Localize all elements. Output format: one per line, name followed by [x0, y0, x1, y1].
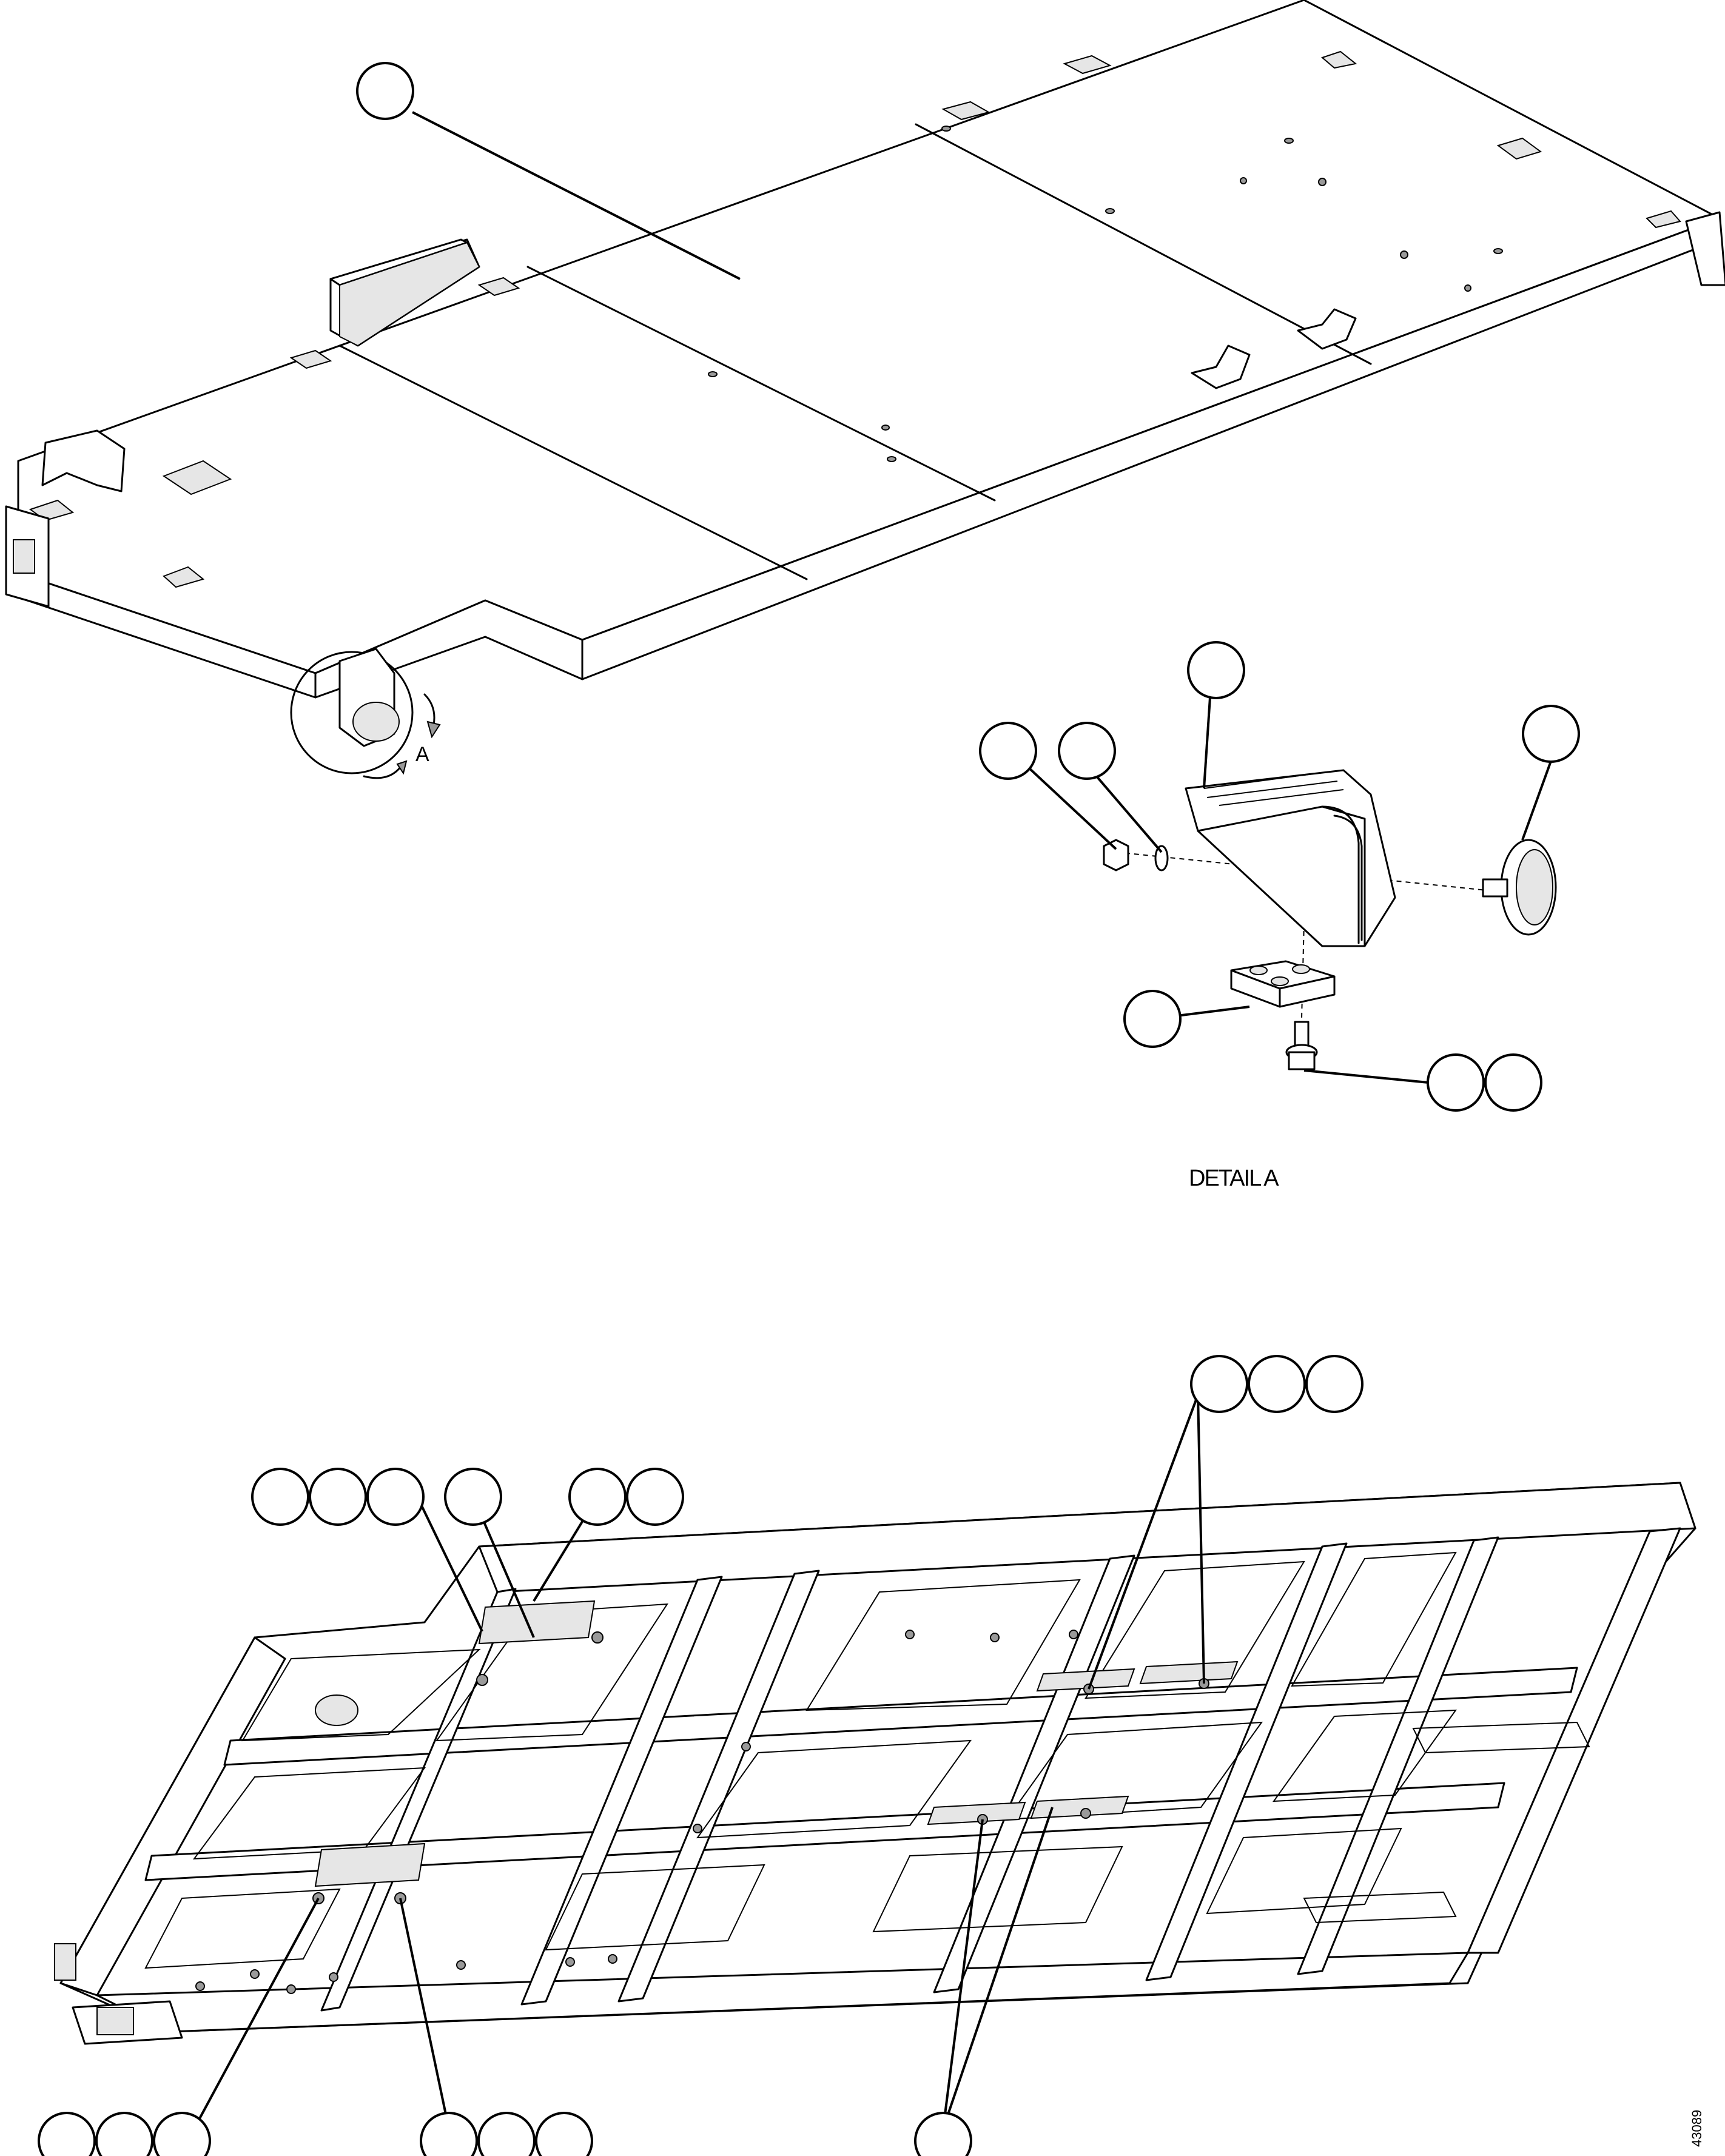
frame-left-rail [59, 1636, 286, 1996]
balloon [979, 722, 1037, 780]
frame-fasteners [195, 1630, 1078, 1994]
balloon [1305, 1355, 1364, 1413]
long-member-upper [223, 1667, 1578, 1766]
nut [1103, 839, 1129, 871]
panel-seam-1 [338, 344, 808, 580]
detail-title: DETAIL A [1189, 1166, 1279, 1191]
corner-bracket [41, 429, 126, 492]
balloon [1058, 722, 1116, 780]
mounting-bolt [1285, 1021, 1318, 1070]
frame-top-rail [478, 1482, 1696, 1593]
balloon [420, 2112, 478, 2156]
frame-right-rail [1467, 1527, 1681, 1954]
balloon [309, 1468, 367, 1526]
deck-assembly-view: A [5, 0, 1725, 779]
panel-seam-3 [915, 123, 1372, 365]
balloon [444, 1468, 502, 1526]
balloon [1123, 990, 1182, 1048]
balloon [95, 2112, 153, 2156]
detail-a-view: DETAIL A [1103, 769, 1557, 1191]
frame-connector [96, 2007, 134, 2035]
balloon [626, 1468, 684, 1526]
balloon [568, 1468, 627, 1526]
item-balloons [38, 62, 1580, 2156]
balloon [153, 2112, 211, 2156]
balloon [38, 2112, 96, 2156]
deck-hinge-brackets [1191, 308, 1357, 389]
deck-bolt-holes [708, 126, 1503, 462]
knob-cap [1482, 839, 1557, 936]
mounting-plate [1230, 960, 1336, 1008]
frame-switch [54, 1943, 76, 1981]
frame-right-bracket-2 [1303, 1891, 1457, 1924]
balloon [251, 1468, 309, 1526]
actuator-housing [1185, 769, 1396, 947]
deck-end-lip [1685, 211, 1725, 286]
balloon [366, 1468, 425, 1526]
balloon [1190, 1355, 1248, 1413]
balloon [477, 2112, 536, 2156]
drawing-number: 43089 [1689, 2110, 1704, 2147]
balloon [1248, 1355, 1306, 1413]
frame-roller [315, 1694, 358, 1726]
view-callout-label: A [415, 743, 429, 766]
balloon [914, 2112, 972, 2156]
balloon [1427, 1053, 1485, 1112]
cross-members [320, 1536, 1499, 2012]
detail-a-callout: A [290, 648, 441, 779]
frame-right-bracket-1 [1412, 1721, 1590, 1754]
rocker-switch [13, 539, 35, 574]
balloon [1187, 641, 1245, 699]
balloon [356, 62, 414, 120]
frame-panels [144, 1551, 1458, 1969]
actuator-mount-plates [312, 1600, 1239, 1904]
panel-seam-2 [526, 266, 996, 502]
control-box [329, 238, 480, 347]
balloon [1484, 1053, 1542, 1112]
washer [1154, 845, 1169, 871]
deck-mounting-pads [29, 50, 1681, 588]
balloon [535, 2112, 593, 2156]
balloon [1522, 705, 1580, 763]
frame-underside-view [54, 1482, 1696, 2045]
